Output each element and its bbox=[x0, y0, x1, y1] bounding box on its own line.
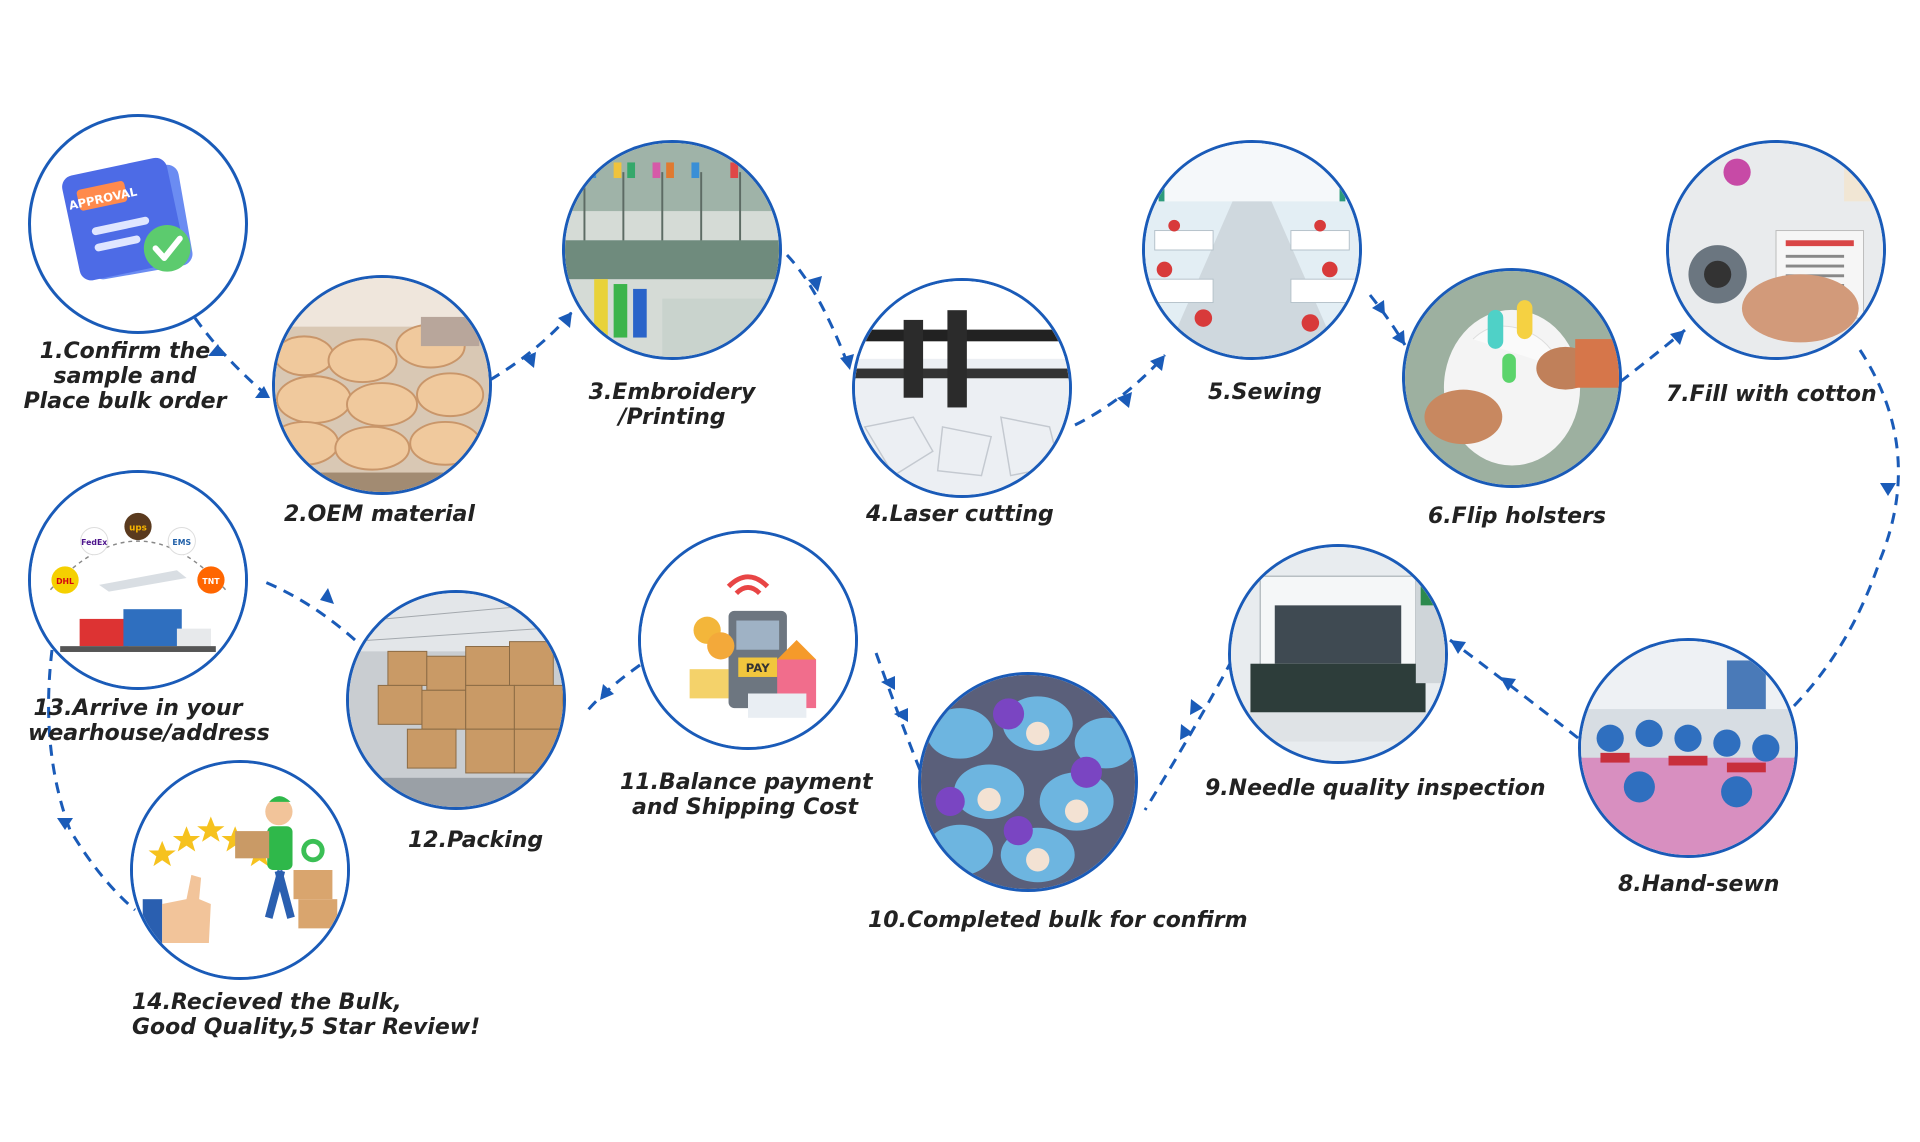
plush-toys-pile-photo bbox=[921, 675, 1135, 889]
step-7-circle bbox=[1666, 140, 1886, 360]
step-13-label-line2: wearhouse/address bbox=[28, 721, 270, 746]
sewing-workshop-photo bbox=[1145, 143, 1359, 357]
five-star-delivery-icon bbox=[133, 763, 347, 977]
fedex-logo-text: FedEx bbox=[81, 538, 107, 547]
step-11-label-line2: and Shipping Cost bbox=[632, 795, 858, 820]
step-13-label-line1: 13.Arrive in your bbox=[33, 696, 243, 721]
ups-logo-text: ups bbox=[129, 523, 147, 533]
embroidery-machine-photo bbox=[565, 143, 779, 357]
connector-2-3 bbox=[489, 311, 574, 382]
step-3-circle bbox=[562, 140, 782, 360]
step-7-label-line1: 7.Fill with cotton bbox=[1666, 382, 1877, 407]
warehouse-cartons-photo bbox=[349, 593, 563, 807]
step-9-circle bbox=[1228, 544, 1448, 764]
step-8-label: 8.Hand-sewn bbox=[1618, 872, 1779, 897]
connector-3-4 bbox=[785, 253, 854, 371]
step-13-label: 13.Arrive in your wearhouse/address bbox=[28, 696, 270, 746]
step-4-label-line1: 4.Laser cutting bbox=[866, 502, 1054, 527]
pay-text: PAY bbox=[746, 661, 770, 675]
hands-flipping-toy-photo bbox=[1405, 271, 1619, 485]
step-7-label: 7.Fill with cotton bbox=[1666, 382, 1877, 407]
step-14-circle bbox=[130, 760, 350, 980]
step-12-label: 12.Packing bbox=[408, 828, 543, 853]
tnt-logo-text: TNT bbox=[202, 577, 220, 586]
dhl-logo-text: DHL bbox=[56, 577, 74, 586]
step-5-label: 5.Sewing bbox=[1208, 380, 1322, 405]
step-8-label-line1: 8.Hand-sewn bbox=[1618, 872, 1780, 897]
step-14-label-line2: Good Quality,5 Star Review! bbox=[132, 1015, 481, 1040]
hand-sewing-workers-photo bbox=[1581, 641, 1795, 855]
step-1-label-line1: 1.Confirm the bbox=[39, 339, 211, 364]
connector-9-10 bbox=[1143, 659, 1234, 811]
step-6-label-line1: 6.Flip holsters bbox=[1428, 504, 1606, 529]
step-12-circle bbox=[346, 590, 566, 810]
step-11-circle: PAY bbox=[638, 530, 858, 750]
step-1-label: 1.Confirm the sample and Place bulk orde… bbox=[20, 339, 230, 414]
connector-4-5 bbox=[1074, 354, 1167, 427]
connector-10-11 bbox=[873, 649, 922, 771]
shipping-logistics-icon: DHL FedEx ups EMS TNT bbox=[31, 473, 245, 687]
step-2-circle bbox=[272, 275, 492, 495]
approval-document-icon: APPROVAL bbox=[62, 157, 193, 281]
connector-1-2 bbox=[193, 317, 271, 400]
step-5-circle bbox=[1142, 140, 1362, 360]
step-4-circle bbox=[852, 278, 1072, 498]
connector-5-6 bbox=[1368, 294, 1407, 346]
connector-12-13 bbox=[259, 578, 356, 642]
step-1-label-line2: sample and bbox=[53, 364, 197, 389]
step-1-label-line3: Place bulk order bbox=[23, 389, 227, 414]
step-10-circle bbox=[918, 672, 1138, 892]
connector-7-8 bbox=[1788, 349, 1900, 712]
ems-logo-text: EMS bbox=[172, 538, 191, 547]
step-14-label: 14.Recieved the Bulk, Good Quality,5 Sta… bbox=[132, 990, 480, 1040]
step-3-label: 3.Embroidery /Printing bbox=[562, 380, 782, 430]
step-8-circle bbox=[1578, 638, 1798, 858]
needle-detector-machine-photo bbox=[1231, 547, 1445, 761]
connector-11-12 bbox=[586, 663, 641, 711]
laser-cutter-photo bbox=[855, 281, 1069, 495]
step-9-label: 9.Needle quality inspection bbox=[1205, 776, 1545, 801]
step-13-circle: DHL FedEx ups EMS TNT bbox=[28, 470, 248, 690]
step-3-label-line1: 3.Embroidery bbox=[588, 380, 756, 405]
step-2-label-line1: 2.OEM material bbox=[284, 502, 475, 527]
step-1-circle: APPROVAL bbox=[28, 114, 248, 334]
step-11-label: 11.Balance payment and Shipping Cost bbox=[620, 770, 873, 820]
step-9-label-line1: 9.Needle quality inspection bbox=[1205, 776, 1546, 801]
step-5-label-line1: 5.Sewing bbox=[1208, 380, 1322, 405]
step-14-label-line1: 14.Recieved the Bulk, bbox=[132, 990, 402, 1015]
step-2-label: 2.OEM material bbox=[284, 502, 475, 527]
connector-6-7 bbox=[1619, 328, 1686, 384]
payment-illustration-icon: PAY bbox=[641, 533, 855, 747]
step-10-label: 10.Completed bulk for confirm bbox=[868, 908, 1248, 933]
cotton-filling-machine-photo bbox=[1669, 143, 1883, 357]
fabric-rolls-photo bbox=[275, 278, 489, 492]
step-10-label-line1: 10.Completed bulk for confirm bbox=[868, 908, 1248, 933]
connector-13-14 bbox=[47, 649, 136, 912]
connector-8-9 bbox=[1449, 638, 1579, 740]
step-6-circle bbox=[1402, 268, 1622, 488]
step-11-label-line1: 11.Balance payment bbox=[620, 770, 873, 795]
step-4-label: 4.Laser cutting bbox=[866, 502, 1054, 527]
step-6-label: 6.Flip holsters bbox=[1428, 504, 1606, 529]
step-3-label-line2: /Printing bbox=[618, 405, 726, 430]
step-12-label-line1: 12.Packing bbox=[408, 828, 544, 853]
